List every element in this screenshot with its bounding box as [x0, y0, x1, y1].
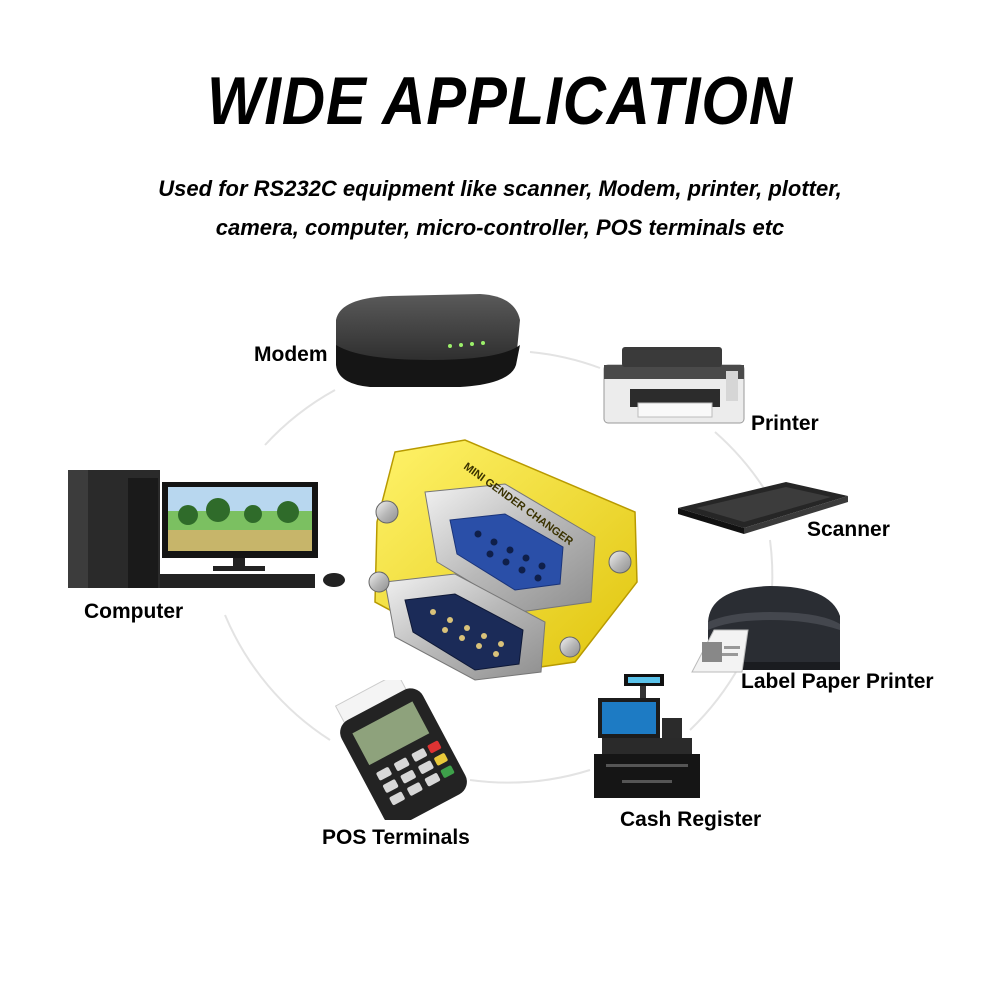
computer-label: Computer — [84, 600, 184, 623]
db9-gender-changer-image: MINI GENDER CHANGER — [368, 439, 638, 681]
computer-image — [68, 470, 345, 588]
pos-terminal-image — [334, 680, 467, 820]
subtitle-line-1: Used for RS232C equipment like scanner, … — [158, 176, 842, 201]
label-paper-printer-label: Label Paper Printer — [741, 670, 934, 693]
page-title: WIDE APPLICATION — [207, 63, 793, 139]
modem-label: Modem — [254, 343, 328, 366]
pos-terminals-label: POS Terminals — [322, 826, 470, 849]
cash-register-image — [594, 674, 700, 798]
scanner-image — [678, 482, 848, 534]
label-paper-printer-image — [691, 586, 840, 673]
scanner-label: Scanner — [807, 518, 890, 541]
modem-image — [336, 294, 520, 387]
subtitle-line-2: camera, computer, micro-controller, POS … — [215, 215, 785, 240]
printer-image — [603, 347, 745, 424]
cash-register-label: Cash Register — [620, 808, 762, 831]
printer-label: Printer — [751, 412, 819, 435]
